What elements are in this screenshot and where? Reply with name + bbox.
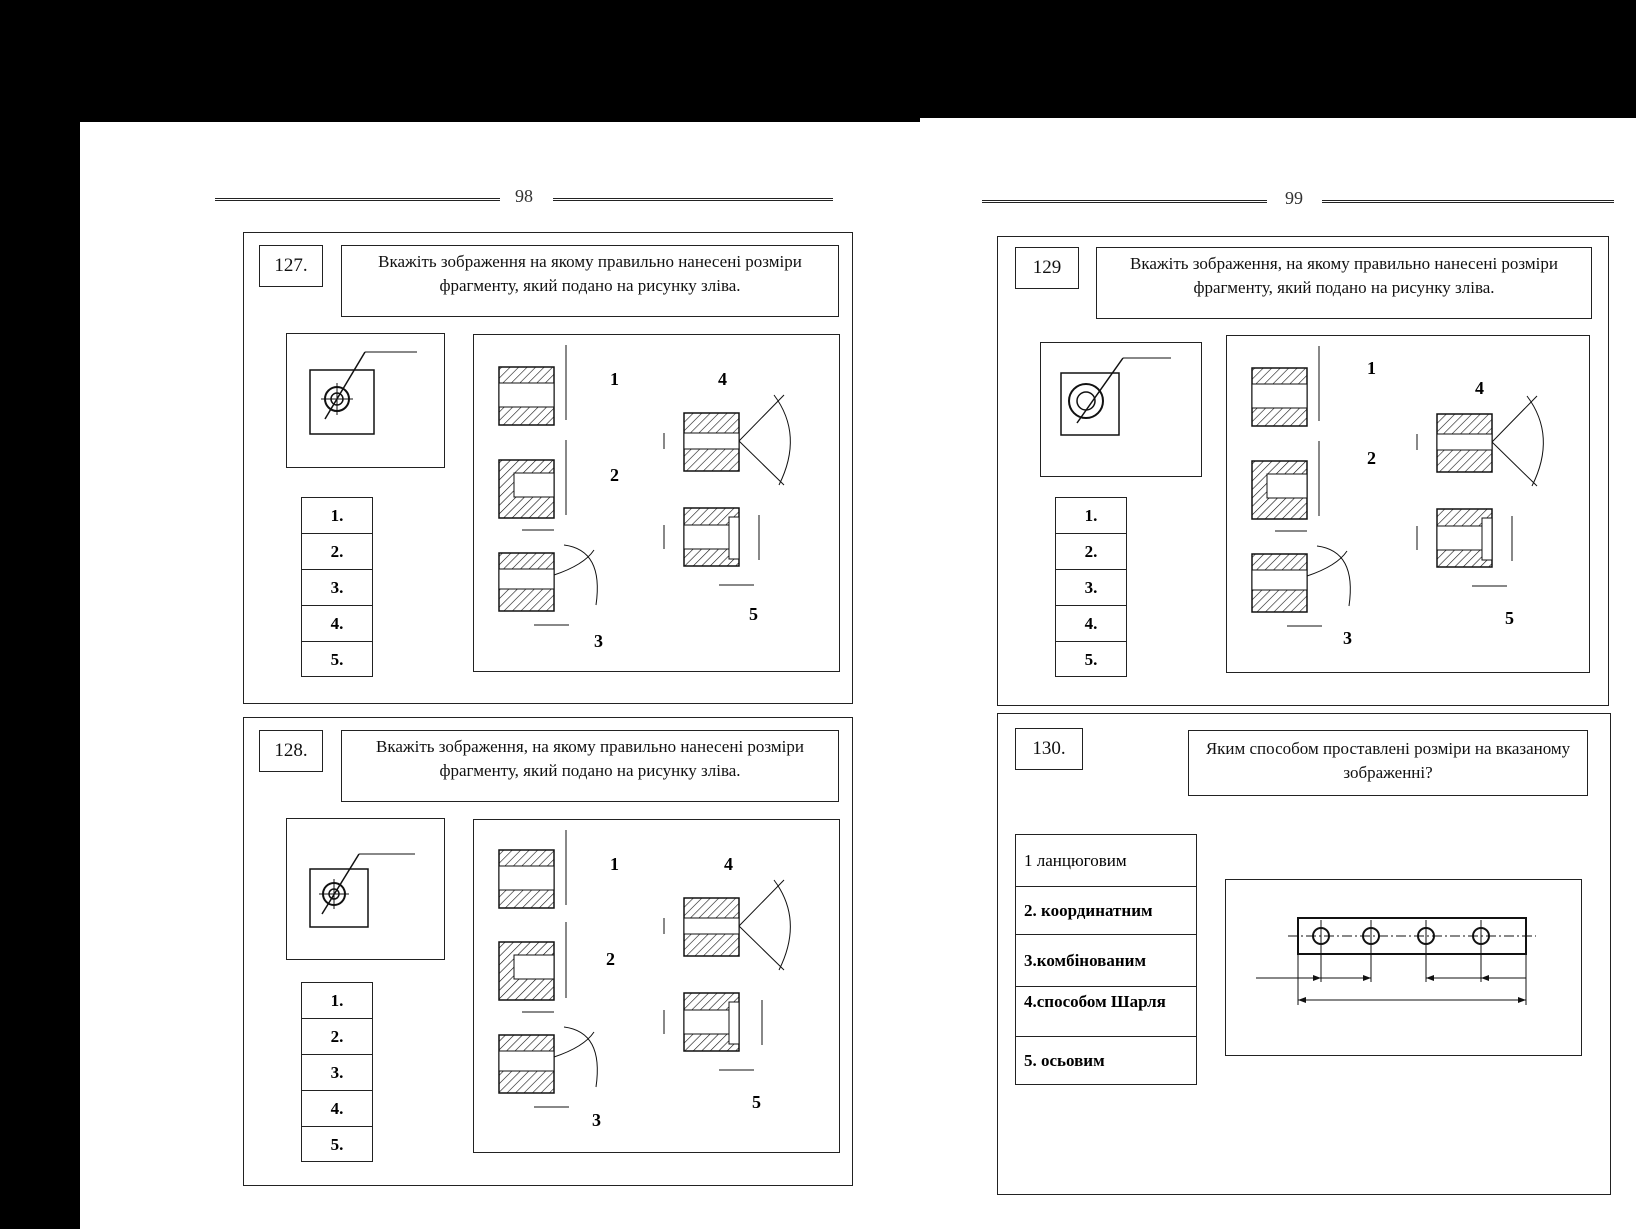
- variant-label-2: 2: [1367, 448, 1376, 468]
- answer-options: 1. 2. 3. 4. 5.: [1055, 497, 1127, 677]
- header-rule: [982, 200, 1267, 203]
- left-page: 98 127. Вкажіть зображення на якому прав…: [80, 122, 920, 1229]
- option-2[interactable]: 2.: [1056, 534, 1126, 570]
- source-figure: [286, 333, 445, 468]
- variant-3-drawing: [1251, 545, 1351, 627]
- variants-figure: 1 2 3 4 5: [473, 334, 840, 672]
- option-3[interactable]: 3.: [1056, 570, 1126, 606]
- variant-2-drawing: [1251, 441, 1320, 532]
- task-128: 128. Вкажіть зображення, на якому правил…: [243, 717, 853, 1186]
- task-number: 130.: [1015, 728, 1083, 770]
- variant-label-4: 4: [724, 854, 733, 874]
- variant-label-1: 1: [1367, 358, 1376, 378]
- option-3[interactable]: 3.: [302, 570, 372, 606]
- variant-2-drawing: [498, 440, 567, 531]
- option-5[interactable]: 5. осьовим: [1015, 1037, 1197, 1085]
- option-2[interactable]: 2.: [302, 1019, 372, 1055]
- variant-label-1: 1: [610, 854, 619, 874]
- variant-5-drawing: [663, 992, 763, 1071]
- variant-1-drawing: [498, 830, 567, 909]
- task-130: 130. Яким способом проставлені розміри н…: [997, 713, 1611, 1195]
- variant-5-drawing: [1416, 508, 1513, 587]
- variant-3-drawing: [498, 544, 598, 626]
- variant-label-2: 2: [610, 465, 619, 485]
- answer-options: 1. 2. 3. 4. 5.: [301, 982, 373, 1162]
- variant-4-drawing: [663, 879, 791, 971]
- task-127: 127. Вкажіть зображення на якому правиль…: [243, 232, 853, 704]
- variant-2-drawing: [498, 922, 567, 1013]
- option-5[interactable]: 5.: [330, 1135, 344, 1154]
- plate-with-holes-drawing: [1256, 917, 1536, 1005]
- option-5[interactable]: 5.: [1084, 650, 1098, 669]
- option-4[interactable]: 4.способом Шарля: [1015, 987, 1197, 1037]
- task-129: 129 Вкажіть зображення, на якому правиль…: [997, 236, 1609, 706]
- variant-label-1: 1: [610, 369, 619, 389]
- variant-4-drawing: [663, 394, 791, 486]
- page-header-left: 98: [215, 186, 915, 212]
- page-number: 99: [1285, 188, 1303, 208]
- source-figure: [286, 818, 445, 960]
- source-part-drawing: [309, 853, 415, 928]
- task-number: 129: [1015, 247, 1079, 289]
- header-rule: [553, 198, 833, 201]
- option-1[interactable]: 1.: [302, 983, 372, 1019]
- variant-label-3: 3: [1343, 628, 1352, 648]
- source-part-drawing: [1060, 357, 1171, 436]
- variant-1-drawing: [498, 345, 567, 426]
- variant-label-4: 4: [718, 369, 727, 389]
- variant-4-drawing: [1416, 395, 1544, 487]
- task-question: Вкажіть зображення, на якому правильно н…: [1096, 247, 1592, 319]
- variant-5-drawing: [663, 507, 760, 586]
- variant-label-5: 5: [752, 1092, 761, 1112]
- option-1[interactable]: 1.: [302, 498, 372, 534]
- answer-options: 1 ланцюговим 2. координатним 3.комбінова…: [1015, 834, 1197, 1085]
- variant-label-4: 4: [1475, 378, 1484, 398]
- option-5[interactable]: 5.: [330, 650, 344, 669]
- variant-1-drawing: [1251, 346, 1320, 427]
- variant-label-2: 2: [606, 949, 615, 969]
- option-4[interactable]: 4.: [302, 1091, 372, 1127]
- option-4[interactable]: 4.: [302, 606, 372, 642]
- answer-options: 1. 2. 3. 4. 5.: [301, 497, 373, 677]
- task-number: 128.: [259, 730, 323, 772]
- option-3[interactable]: 3.: [302, 1055, 372, 1091]
- variant-label-5: 5: [1505, 608, 1514, 628]
- option-1[interactable]: 1 ланцюговим: [1015, 835, 1197, 887]
- header-rule: [215, 198, 500, 201]
- task-question: Вкажіть зображення на якому правильно на…: [341, 245, 839, 317]
- variants-drawing: 1 2 3 4 5: [498, 345, 791, 651]
- task-number: 127.: [259, 245, 323, 287]
- page-number: 98: [515, 186, 533, 206]
- variant-label-5: 5: [749, 604, 758, 624]
- dimensioned-part-figure: [1225, 879, 1582, 1056]
- variants-drawing: 1 2 3 4 5: [498, 830, 791, 1130]
- option-2[interactable]: 2.: [302, 534, 372, 570]
- source-part-drawing: [309, 351, 417, 435]
- page-header-right: 99: [982, 188, 1632, 214]
- option-4[interactable]: 4.: [1056, 606, 1126, 642]
- source-figure: [1040, 342, 1202, 477]
- variant-label-3: 3: [592, 1110, 601, 1130]
- task-question: Яким способом проставлені розміри на вка…: [1188, 730, 1588, 796]
- right-page: 99 129 Вкажіть зображення, на якому прав…: [920, 118, 1636, 1229]
- variants-figure: 1 2 3 4 5: [1226, 335, 1590, 673]
- option-3[interactable]: 3.комбінованим: [1015, 935, 1197, 987]
- option-1[interactable]: 1.: [1056, 498, 1126, 534]
- variants-drawing: 1 2 3 4 5: [1251, 346, 1544, 648]
- variants-figure: 1 2 3 4 5: [473, 819, 840, 1153]
- task-question: Вкажіть зображення, на якому правильно н…: [341, 730, 839, 802]
- header-rule: [1322, 200, 1614, 203]
- variant-label-3: 3: [594, 631, 603, 651]
- variant-3-drawing: [498, 1026, 598, 1108]
- option-2[interactable]: 2. координатним: [1015, 887, 1197, 935]
